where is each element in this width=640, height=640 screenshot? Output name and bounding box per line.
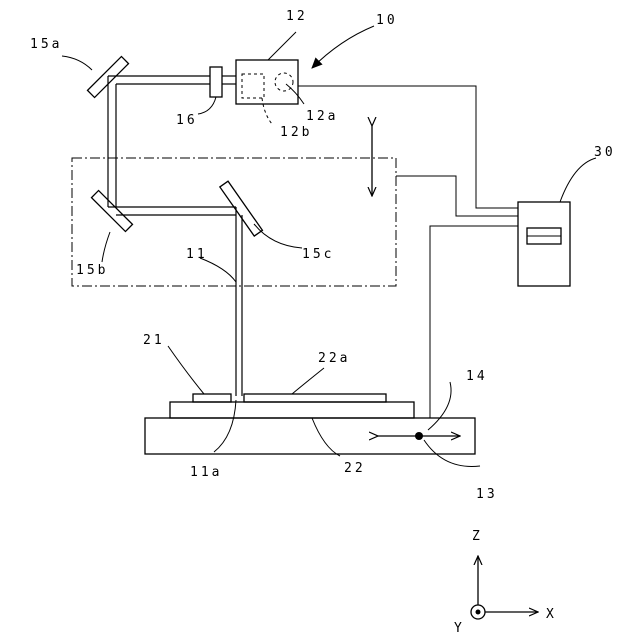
label-30: 30 (594, 145, 616, 160)
coordinate-axes: Z X Y (454, 529, 557, 636)
label-10: 10 (376, 13, 398, 28)
label-22a: 22a (318, 351, 350, 366)
laser-source-unit (236, 60, 298, 104)
label-12: 12 (286, 9, 308, 24)
label-11: 11 (186, 247, 208, 262)
label-21: 21 (143, 333, 165, 348)
label-14: 14 (466, 369, 488, 384)
mirror-15c (220, 181, 263, 236)
axis-y-label: Y (454, 621, 465, 636)
stage-pivot-14 (415, 432, 423, 440)
label-15a: 15a (30, 37, 62, 52)
label-16: 16 (176, 113, 198, 128)
workpiece-22a (244, 394, 386, 402)
label-11a: 11a (190, 465, 222, 480)
laser-beam (108, 76, 242, 396)
controller-unit (518, 202, 570, 286)
workpiece-21 (193, 394, 231, 402)
stage-22 (170, 402, 414, 418)
optical-element-16 (210, 67, 222, 97)
label-12a: 12a (306, 109, 338, 124)
label-12b: 12b (280, 125, 312, 140)
label-15c: 15c (302, 247, 334, 262)
axis-z-label: Z (472, 529, 483, 544)
movable-head-frame (72, 158, 396, 286)
mirror-15b (91, 190, 132, 231)
label-13: 13 (476, 487, 498, 502)
label-15b: 15b (76, 263, 108, 278)
axis-x-label: X (546, 607, 557, 622)
label-22: 22 (344, 461, 366, 476)
